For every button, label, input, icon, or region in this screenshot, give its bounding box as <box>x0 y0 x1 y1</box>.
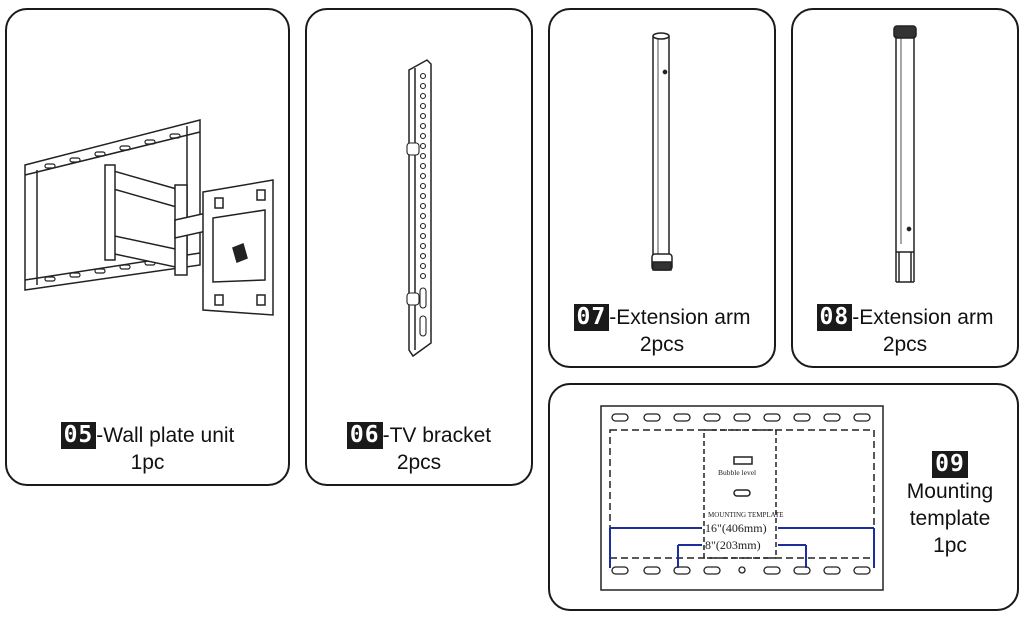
extension-arm-08-illustration <box>893 25 917 283</box>
item-caption-08: 08-Extension arm 2pcs <box>793 304 1017 358</box>
item-number-badge: 09 <box>932 451 968 478</box>
item-card-mounting-template: Bubble level MOUNTING TEMPLATE 16"(406mm… <box>548 383 1019 611</box>
item-caption-09: 09 Mounting template 1pc <box>888 451 1012 559</box>
mounting-template-illustration: Bubble level MOUNTING TEMPLATE 16"(406mm… <box>600 405 884 591</box>
mounting-template-title: MOUNTING TEMPLATE <box>708 511 784 519</box>
item-name: -Wall plate unit <box>96 424 235 447</box>
item-name-line1: Mounting <box>906 480 994 503</box>
wall-plate-unit-illustration <box>24 119 274 316</box>
item-name: -Extension arm <box>609 306 751 329</box>
item-number-badge: 08 <box>816 304 853 331</box>
extension-arm-07-illustration <box>651 32 673 271</box>
item-quantity: 2pcs <box>396 451 442 474</box>
item-caption-06: 06-TV bracket 2pcs <box>307 422 531 476</box>
tv-bracket-illustration <box>406 59 432 358</box>
item-number-badge: 05 <box>60 422 97 449</box>
item-card-tv-bracket: 06-TV bracket 2pcs <box>305 8 533 486</box>
item-card-extension-arm-08: 08-Extension arm 2pcs <box>791 8 1019 368</box>
item-number-badge: 06 <box>346 422 383 449</box>
item-quantity: 1pc <box>933 534 967 557</box>
item-quantity: 2pcs <box>639 333 685 356</box>
item-caption-07: 07-Extension arm 2pcs <box>550 304 774 358</box>
item-number-badge: 07 <box>573 304 610 331</box>
item-caption-05: 05-Wall plate unit 1pc <box>7 422 288 476</box>
item-quantity: 2pcs <box>882 333 928 356</box>
item-name-line2: template <box>909 507 991 530</box>
item-name: -TV bracket <box>382 424 492 447</box>
item-card-wall-plate-unit: 05-Wall plate unit 1pc <box>5 8 290 486</box>
bubble-level-label: Bubble level <box>718 468 756 477</box>
dimension-8-label: 8"(203mm) <box>705 538 761 552</box>
dimension-16-label: 16"(406mm) <box>705 521 767 535</box>
item-quantity: 1pc <box>130 451 165 474</box>
item-card-extension-arm-07: 07-Extension arm 2pcs <box>548 8 776 368</box>
item-name: -Extension arm <box>852 306 994 329</box>
